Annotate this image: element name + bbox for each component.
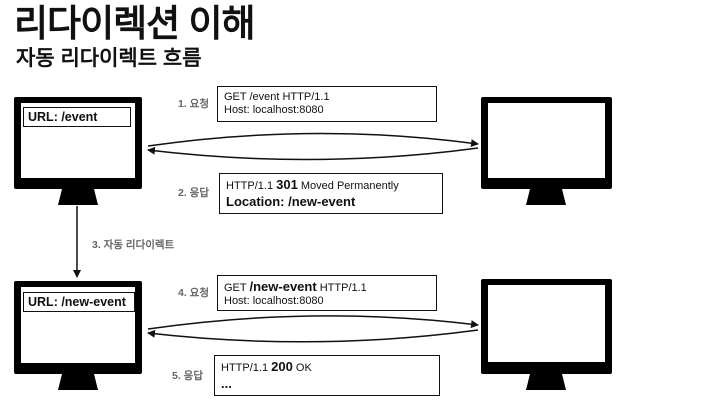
response-message-2: HTTP/1.1 200 OK ... bbox=[214, 355, 440, 396]
url-text-top: URL: /event bbox=[28, 110, 98, 124]
response-body-ellipsis: ... bbox=[221, 376, 232, 391]
request-message-2: GET /new-event HTTP/1.1 Host: localhost:… bbox=[217, 275, 437, 311]
request-version: HTTP/1.1 bbox=[316, 282, 367, 294]
url-bar-bottom: URL: /new-event bbox=[23, 292, 135, 312]
host-header: Host: localhost:8080 bbox=[224, 104, 324, 116]
status-line-prefix: HTTP/1.1 bbox=[221, 362, 272, 374]
step-5-label: 5. 응답 bbox=[172, 370, 203, 382]
url-text-bottom: URL: /new-event bbox=[28, 295, 126, 309]
page-subtitle: 자동 리다이렉트 흐름 bbox=[16, 47, 202, 70]
host-header: Host: localhost:8080 bbox=[224, 295, 324, 307]
request-line: GET /event HTTP/1.1 bbox=[224, 91, 330, 103]
server-monitor-bottom bbox=[481, 279, 612, 390]
request-method: GET bbox=[224, 282, 250, 294]
status-code: 301 bbox=[276, 177, 298, 192]
request-path: /new-event bbox=[249, 279, 317, 294]
status-code: 200 bbox=[271, 359, 293, 374]
step-3-label: 3. 자동 리다이렉트 bbox=[92, 239, 175, 251]
page-title: 리다이렉션 이해 bbox=[14, 3, 256, 44]
step-4-label: 4. 요청 bbox=[178, 287, 209, 299]
request-message-1: GET /event HTTP/1.1 Host: localhost:8080 bbox=[217, 86, 437, 122]
response-arrow-top bbox=[147, 146, 479, 161]
request-line: GET /new-event HTTP/1.1 bbox=[224, 280, 430, 295]
server-monitor-top bbox=[481, 97, 612, 205]
step-1-label: 1. 요청 bbox=[178, 98, 209, 110]
status-line: HTTP/1.1 301 Moved Permanently bbox=[226, 178, 436, 193]
status-text: Moved Permanently bbox=[297, 180, 399, 192]
response-message-1: HTTP/1.1 301 Moved Permanently Location:… bbox=[219, 173, 443, 214]
url-bar-top: URL: /event bbox=[23, 107, 131, 127]
step-2-label: 2. 응답 bbox=[178, 187, 209, 199]
location-header: Location: /new-event bbox=[226, 194, 356, 209]
response-arrow-bottom bbox=[147, 329, 479, 343]
status-line: HTTP/1.1 200 OK bbox=[221, 360, 433, 375]
status-line-prefix: HTTP/1.1 bbox=[226, 180, 277, 192]
status-text: OK bbox=[292, 362, 312, 374]
request-arrow-top bbox=[147, 132, 479, 148]
request-arrow-bottom bbox=[147, 315, 479, 330]
